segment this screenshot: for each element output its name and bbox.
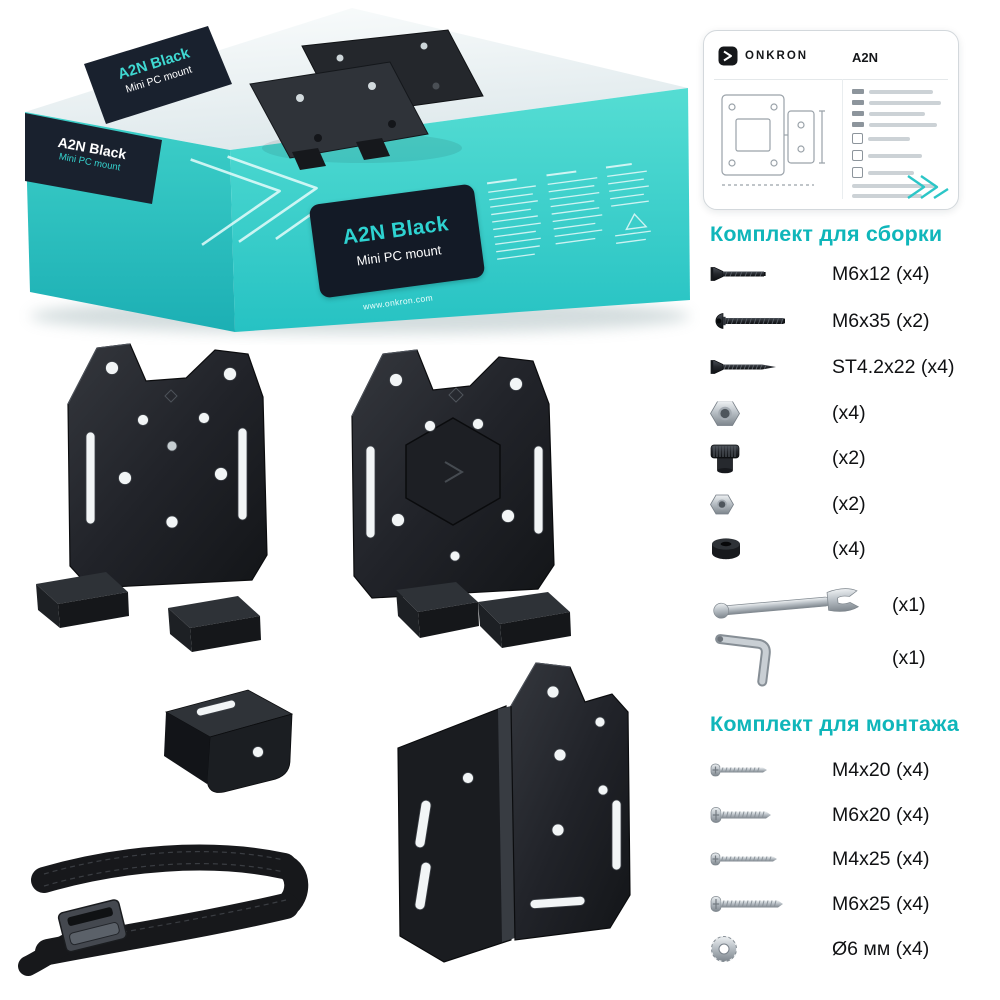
round-spacer-icon xyxy=(710,536,832,562)
assembly-item: (x1) xyxy=(710,585,926,625)
self-tapping-screw-icon xyxy=(710,358,832,376)
pan-head-screw-icon xyxy=(710,851,832,867)
bracket-photo-1 xyxy=(36,343,268,652)
bracket-photo-3 xyxy=(397,662,631,963)
mounting-item: M4x25 (x4) xyxy=(710,841,930,877)
manual-text-placeholder xyxy=(852,89,952,204)
assembly-item-label: (x1) xyxy=(892,593,926,616)
countersunk-screw-icon xyxy=(710,265,832,283)
assembly-item-label: (x4) xyxy=(832,401,866,424)
mounting-item-label: M4x25 (x4) xyxy=(832,847,930,870)
mounting-kit-title: Комплект для монтажа xyxy=(710,712,959,736)
assembly-item: (x4) xyxy=(710,531,866,567)
assembly-item: (x4) xyxy=(710,395,866,431)
manual-model-label: A2N xyxy=(852,50,879,65)
strap-buckle xyxy=(57,899,128,953)
assembly-item: (x2) xyxy=(710,440,866,476)
pan-head-screw-icon xyxy=(710,895,832,913)
open-end-wrench-icon xyxy=(710,587,892,623)
manual-divider xyxy=(714,79,948,80)
product-box: A2N Black Mini PC mount A2N Black Mini P… xyxy=(0,0,700,345)
button-head-bolt-icon xyxy=(710,312,832,330)
washer-icon xyxy=(710,935,832,963)
mounting-item-label: M6x20 (x4) xyxy=(832,803,930,826)
manual-product-drawing xyxy=(721,94,825,186)
mounting-item: Ø6 мм (x4) xyxy=(710,931,929,967)
assembly-kit-title: Комплект для сборки xyxy=(710,222,943,246)
box-ribbon-top-band xyxy=(84,26,232,124)
assembly-item-label: M6x12 (x4) xyxy=(832,262,930,285)
assembly-item: ST4.2x22 (x4) xyxy=(710,349,954,385)
assembly-item-label: ST4.2x22 (x4) xyxy=(832,355,955,378)
bracket-photo-4 xyxy=(164,689,294,793)
assembly-item-label: (x1) xyxy=(892,646,926,669)
box-fine-print-placeholder xyxy=(486,163,651,260)
assembly-item-label: M6x35 (x2) xyxy=(832,309,930,332)
onkron-logo-icon xyxy=(718,46,738,66)
hex-key-icon xyxy=(710,629,892,687)
box-top-product-render xyxy=(249,29,484,170)
manual-chevron-watermark xyxy=(907,175,949,200)
pan-head-screw-icon xyxy=(710,762,832,778)
manual-brand-label: ONKRON xyxy=(745,50,809,62)
assembly-item-label: (x2) xyxy=(832,446,866,469)
pan-head-screw-icon xyxy=(710,806,832,824)
instruction-manual-card: ONKRON A2N xyxy=(703,30,959,210)
bracket-photo-2 xyxy=(351,349,571,648)
manual-header: ONKRON xyxy=(718,46,808,66)
assembly-item-label: (x2) xyxy=(832,492,866,515)
product-parts-photos xyxy=(18,343,631,976)
mounting-item-label: M6x25 (x4) xyxy=(832,892,930,915)
manual-divider-vertical xyxy=(842,79,843,199)
mounting-item-label: M4x20 (x4) xyxy=(832,758,930,781)
assembly-item: (x2) xyxy=(710,486,866,522)
mounting-item: M4x20 (x4) xyxy=(710,752,930,788)
mounting-item: M6x20 (x4) xyxy=(710,797,930,833)
hex-nut-small-icon xyxy=(710,494,832,515)
knurled-thumb-nut-icon xyxy=(710,443,832,474)
assembly-item-label: (x4) xyxy=(832,537,866,560)
mounting-item: M6x25 (x4) xyxy=(710,886,930,922)
assembly-item: (x1) xyxy=(710,628,926,688)
mounting-item-label: Ø6 мм (x4) xyxy=(832,937,930,960)
box-ribbon-side-band xyxy=(25,113,162,204)
strap-photo xyxy=(18,844,309,976)
assembly-item: M6x12 (x4) xyxy=(710,256,930,292)
assembly-item: M6x35 (x2) xyxy=(710,303,930,339)
hex-nut-icon xyxy=(710,400,832,427)
